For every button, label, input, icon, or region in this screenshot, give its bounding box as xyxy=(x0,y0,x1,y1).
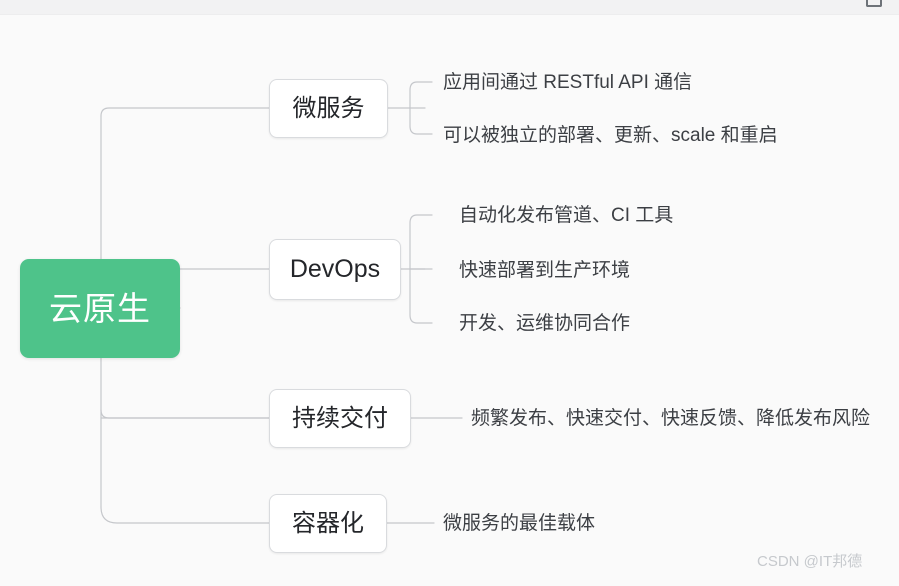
branch-node-label: 微服务 xyxy=(292,94,365,122)
root-node[interactable]: 云原生 xyxy=(20,259,180,358)
wire-trunk-to-branch-2 xyxy=(100,409,270,419)
branch-node-label: DevOps xyxy=(289,255,381,283)
leaf-text: 微服务的最佳载体 xyxy=(443,513,596,534)
wire-trunk-to-branch-0 xyxy=(100,107,270,117)
branch-node-microservices[interactable]: 微服务 xyxy=(269,79,388,138)
wire-branch-1-bracket xyxy=(409,214,433,324)
root-node-label: 云原生 xyxy=(49,290,151,327)
top-chrome-strip xyxy=(0,0,899,15)
watermark: CSDN @IT邦德 xyxy=(757,553,863,570)
branch-node-continuous-delivery[interactable]: 持续交付 xyxy=(269,389,411,448)
leaf-text: 快速部署到生产环境 xyxy=(459,260,631,281)
leaf-text: 频繁发布、快速交付、快速反馈、降低发布风险 xyxy=(471,408,871,429)
branch-node-containerization[interactable]: 容器化 xyxy=(269,494,387,553)
wire-trunk-to-branch-3 xyxy=(100,506,270,524)
wire-branch-0-bracket xyxy=(409,81,433,135)
leaf-text: 可以被独立的部署、更新、scale 和重启 xyxy=(443,125,778,146)
branch-node-devops[interactable]: DevOps xyxy=(269,239,401,300)
branch-node-label: 容器化 xyxy=(292,509,364,537)
leaf-text: 应用间通过 RESTful API 通信 xyxy=(443,72,693,93)
leaf-text: 开发、运维协同合作 xyxy=(459,313,631,334)
leaf-text: 自动化发布管道、CI 工具 xyxy=(459,205,674,226)
window-control-icon[interactable] xyxy=(866,0,882,7)
branch-node-label: 持续交付 xyxy=(292,404,388,432)
